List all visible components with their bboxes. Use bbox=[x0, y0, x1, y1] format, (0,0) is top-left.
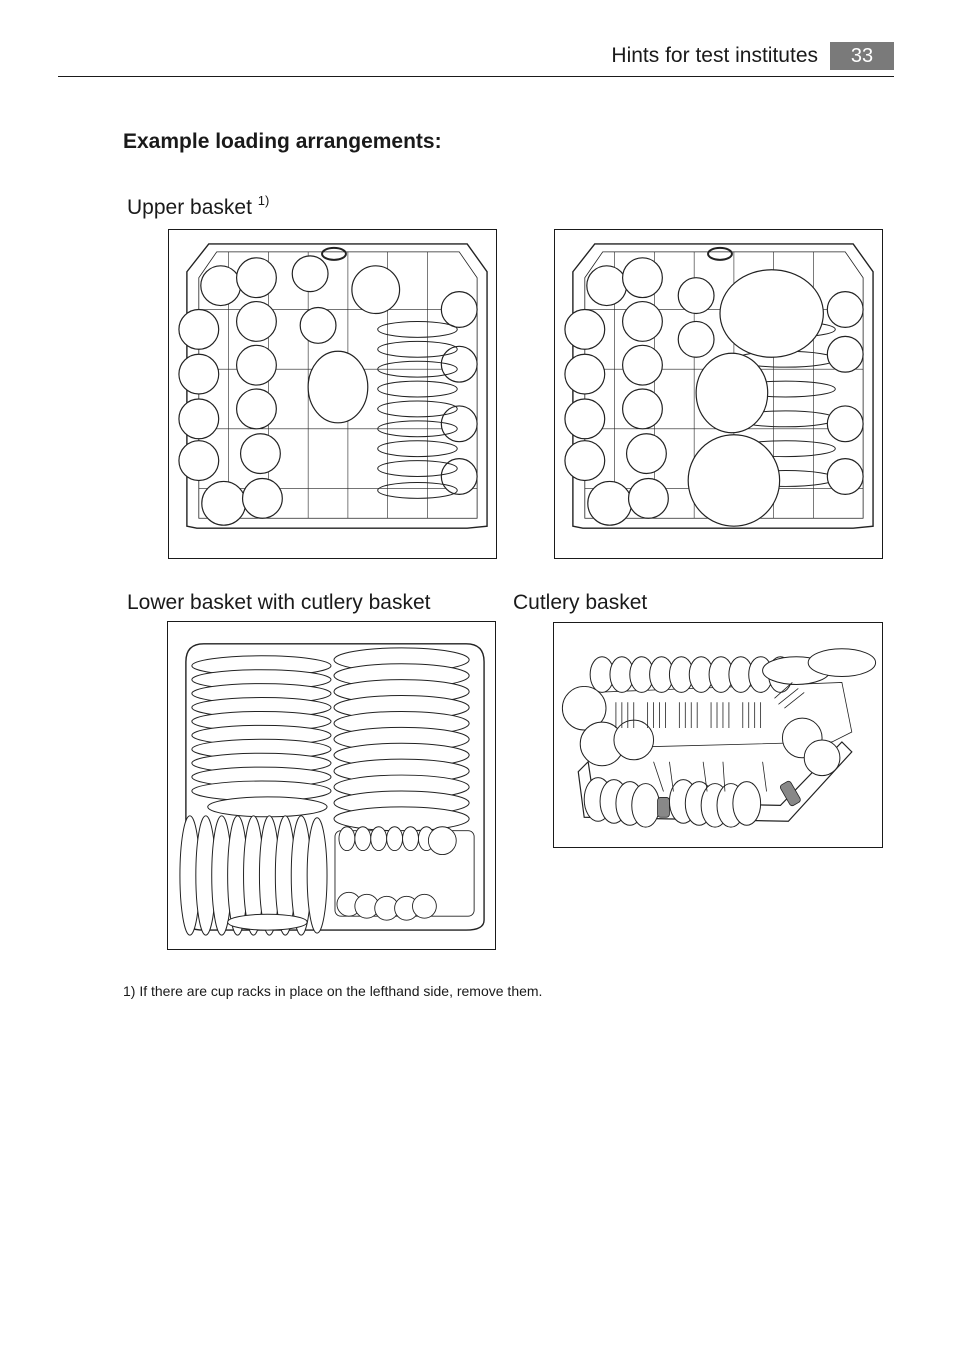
cutlery-basket-illustration bbox=[561, 648, 877, 828]
footnote-ref: 1) bbox=[257, 193, 270, 208]
figure-cutlery-basket bbox=[553, 622, 883, 848]
footnote: 1) If there are cup racks in place on th… bbox=[123, 983, 543, 999]
figure-upper-basket-right bbox=[554, 229, 883, 559]
caption-lower-basket: Lower basket with cutlery basket bbox=[127, 591, 431, 614]
upper-basket-bowls-illustration bbox=[564, 243, 874, 529]
caption-upper-basket: Upper basket 1) bbox=[127, 188, 269, 221]
caption-upper-basket-text: Upper basket bbox=[127, 196, 252, 219]
figure-upper-basket-left bbox=[168, 229, 497, 559]
section-heading: Example loading arrangements: bbox=[123, 130, 442, 153]
upper-basket-illustration bbox=[178, 243, 488, 529]
page-number-badge: 33 bbox=[830, 42, 894, 70]
figure-lower-basket bbox=[167, 621, 496, 950]
lower-basket-illustration bbox=[179, 643, 485, 936]
header-title: Hints for test institutes bbox=[611, 44, 818, 67]
header-divider bbox=[58, 76, 894, 77]
caption-cutlery-basket: Cutlery basket bbox=[513, 591, 648, 614]
